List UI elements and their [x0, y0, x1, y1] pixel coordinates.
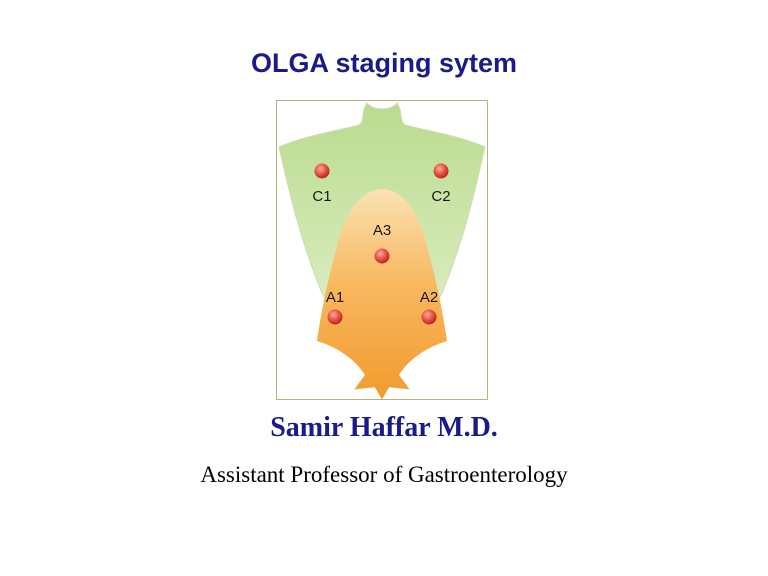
author-name: Samir Haffar M.D. [270, 412, 498, 443]
biopsy-dot-c1 [314, 163, 330, 179]
author-role: Assistant Professor of Gastroenterology [200, 462, 568, 487]
biopsy-dot-a2 [421, 309, 437, 325]
antrum-region [317, 189, 447, 399]
stomach-map: C1 C2 A3 A1 A2 [278, 102, 486, 399]
biopsy-dot-a1 [327, 309, 343, 325]
slide-title: OLGA staging sytem [250, 48, 518, 78]
biopsy-dot-c2 [433, 163, 449, 179]
biopsy-dot-a3 [374, 248, 390, 264]
site-label-a1: A1 [326, 289, 344, 306]
site-label-c1: C1 [312, 188, 331, 205]
site-label-c2: C2 [431, 188, 450, 205]
olga-stomach-diagram: C1 C2 A3 A1 A2 [276, 100, 488, 400]
site-label-a3: A3 [373, 222, 391, 239]
site-label-a2: A2 [420, 289, 438, 306]
